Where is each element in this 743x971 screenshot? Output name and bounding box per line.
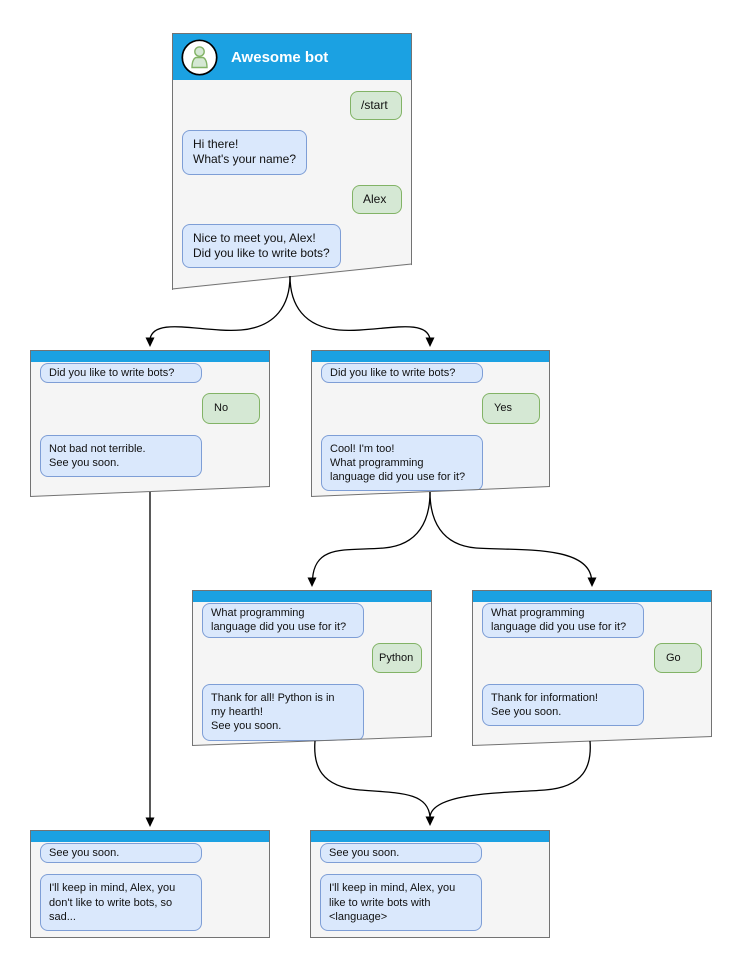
bot-avatar-person-icon	[181, 39, 218, 76]
chat-header-bar	[312, 351, 549, 362]
arrowhead	[425, 337, 435, 347]
bot-message-bubble: Did you like to write bots?	[40, 363, 202, 383]
bot-message-bubble: Hi there! What's your name?	[182, 130, 307, 174]
chat-body: What programming language did you use fo…	[473, 602, 711, 726]
bot-message-bubble: Thank for information! See you soon.	[482, 684, 644, 727]
edge-start-to-branch-yes	[289, 275, 431, 340]
arrowhead	[145, 817, 155, 827]
edge-python-to-end-yes	[314, 740, 431, 818]
chat-node-branch-no: Did you like to write bots? No Not bad n…	[30, 350, 270, 497]
chat-header: Awesome bot	[173, 34, 411, 80]
edge-branch-yes-to-go	[429, 491, 593, 580]
bot-message-bubble: Not bad not terrible. See you soon.	[40, 435, 202, 478]
edge-start-to-branch-no	[149, 275, 291, 340]
edge-go-to-end-yes	[429, 740, 591, 818]
chat-body: /start Hi there! What's your name? Alex …	[173, 80, 411, 268]
user-message-bubble: No	[202, 393, 260, 423]
user-message-bubble: /start	[350, 91, 402, 120]
chat-node-branch-go: What programming language did you use fo…	[472, 590, 712, 746]
bot-message-bubble: See you soon.	[320, 843, 482, 864]
chat-header-bar	[311, 831, 549, 842]
chat-body: See you soon. I'll keep in mind, Alex, y…	[311, 842, 549, 932]
chat-node-end-yes: See you soon. I'll keep in mind, Alex, y…	[310, 830, 550, 938]
bot-message-bubble: Nice to meet you, Alex! Did you like to …	[182, 224, 341, 268]
chat-node-branch-yes: Did you like to write bots? Yes Cool! I'…	[311, 350, 550, 497]
chat-node-end-no: See you soon. I'll keep in mind, Alex, y…	[30, 830, 270, 938]
bot-message-bubble: I'll keep in mind, Alex, you like to wri…	[320, 874, 482, 932]
arrowhead	[307, 577, 317, 587]
chat-node-start: Awesome bot /start Hi there! What's your…	[172, 33, 412, 290]
bot-message-bubble: Did you like to write bots?	[321, 363, 483, 383]
bot-title: Awesome bot	[231, 48, 329, 66]
bot-message-bubble: Thank for all! Python is in my hearth! S…	[202, 684, 364, 741]
chat-header-bar	[31, 351, 269, 362]
user-message-bubble: Yes	[482, 393, 540, 423]
bot-message-bubble: I'll keep in mind, Alex, you don't like …	[40, 874, 202, 932]
bot-message-bubble: See you soon.	[40, 843, 202, 864]
user-message-bubble: Python	[372, 643, 422, 673]
arrowhead	[425, 816, 435, 826]
arrowhead	[587, 577, 597, 587]
chat-header-bar	[31, 831, 269, 842]
chat-header-bar	[193, 591, 431, 602]
user-message-bubble: Alex	[352, 185, 402, 214]
chat-node-branch-python: What programming language did you use fo…	[192, 590, 432, 746]
edge-branch-yes-to-python	[311, 491, 431, 580]
user-message-bubble: Go	[654, 643, 702, 673]
bot-message-bubble: What programming language did you use fo…	[202, 603, 364, 638]
chat-body: What programming language did you use fo…	[193, 602, 431, 741]
chat-body: See you soon. I'll keep in mind, Alex, y…	[31, 842, 269, 932]
arrowhead	[145, 337, 155, 347]
chat-header-bar	[473, 591, 711, 602]
bot-message-bubble: Cool! I'm too! What programming language…	[321, 435, 483, 492]
bot-message-bubble: What programming language did you use fo…	[482, 603, 644, 638]
chat-body: Did you like to write bots? No Not bad n…	[31, 362, 269, 477]
chat-body: Did you like to write bots? Yes Cool! I'…	[312, 362, 549, 491]
